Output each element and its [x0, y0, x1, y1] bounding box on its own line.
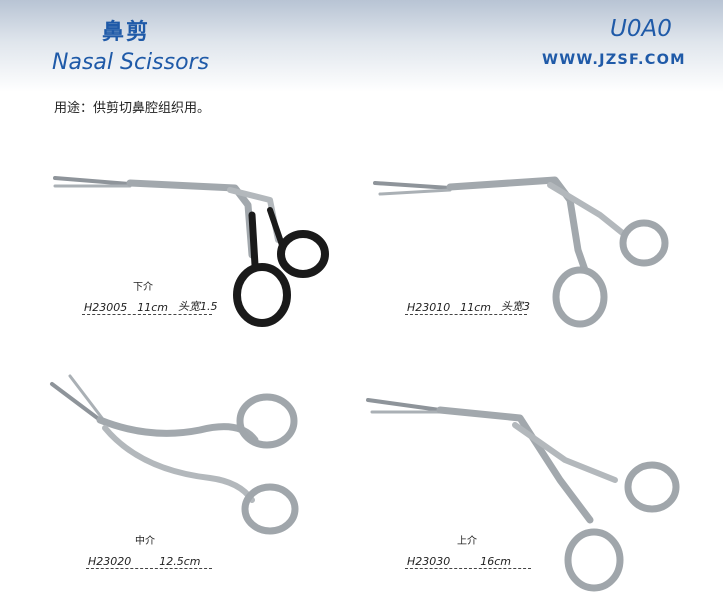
variant-label: 下介: [133, 282, 153, 293]
header-band: [0, 0, 723, 92]
tip-width: 头宽1.5: [178, 300, 218, 313]
usage-text: 用途：供剪切鼻腔组织用。: [54, 101, 211, 116]
variant-label: 上介: [457, 536, 477, 547]
spec-line: H23030 16cm: [405, 552, 531, 569]
spec-line: H23010 11cm 头宽3: [405, 298, 531, 315]
catalog-code: U0A0: [610, 16, 672, 42]
length-value: 11cm: [460, 301, 492, 314]
spec-line: H23005 11cm 头宽1.5: [82, 298, 218, 315]
tip-width: 头宽3: [501, 300, 531, 313]
website-link[interactable]: WWW.JZSF.COM: [542, 52, 686, 68]
variant-label: 中介: [135, 536, 155, 547]
page-title-en: Nasal Scissors: [52, 50, 210, 75]
model-number: H23020: [88, 555, 132, 568]
page-title-cn: 鼻剪: [102, 20, 151, 45]
length-value: 16cm: [480, 555, 512, 568]
model-number: H23030: [407, 555, 451, 568]
spec-line: H23020 12.5cm: [86, 552, 212, 569]
length-value: 11cm: [137, 301, 169, 314]
length-value: 12.5cm: [159, 555, 201, 568]
model-number: H23010: [407, 301, 451, 314]
model-number: H23005: [84, 301, 128, 314]
